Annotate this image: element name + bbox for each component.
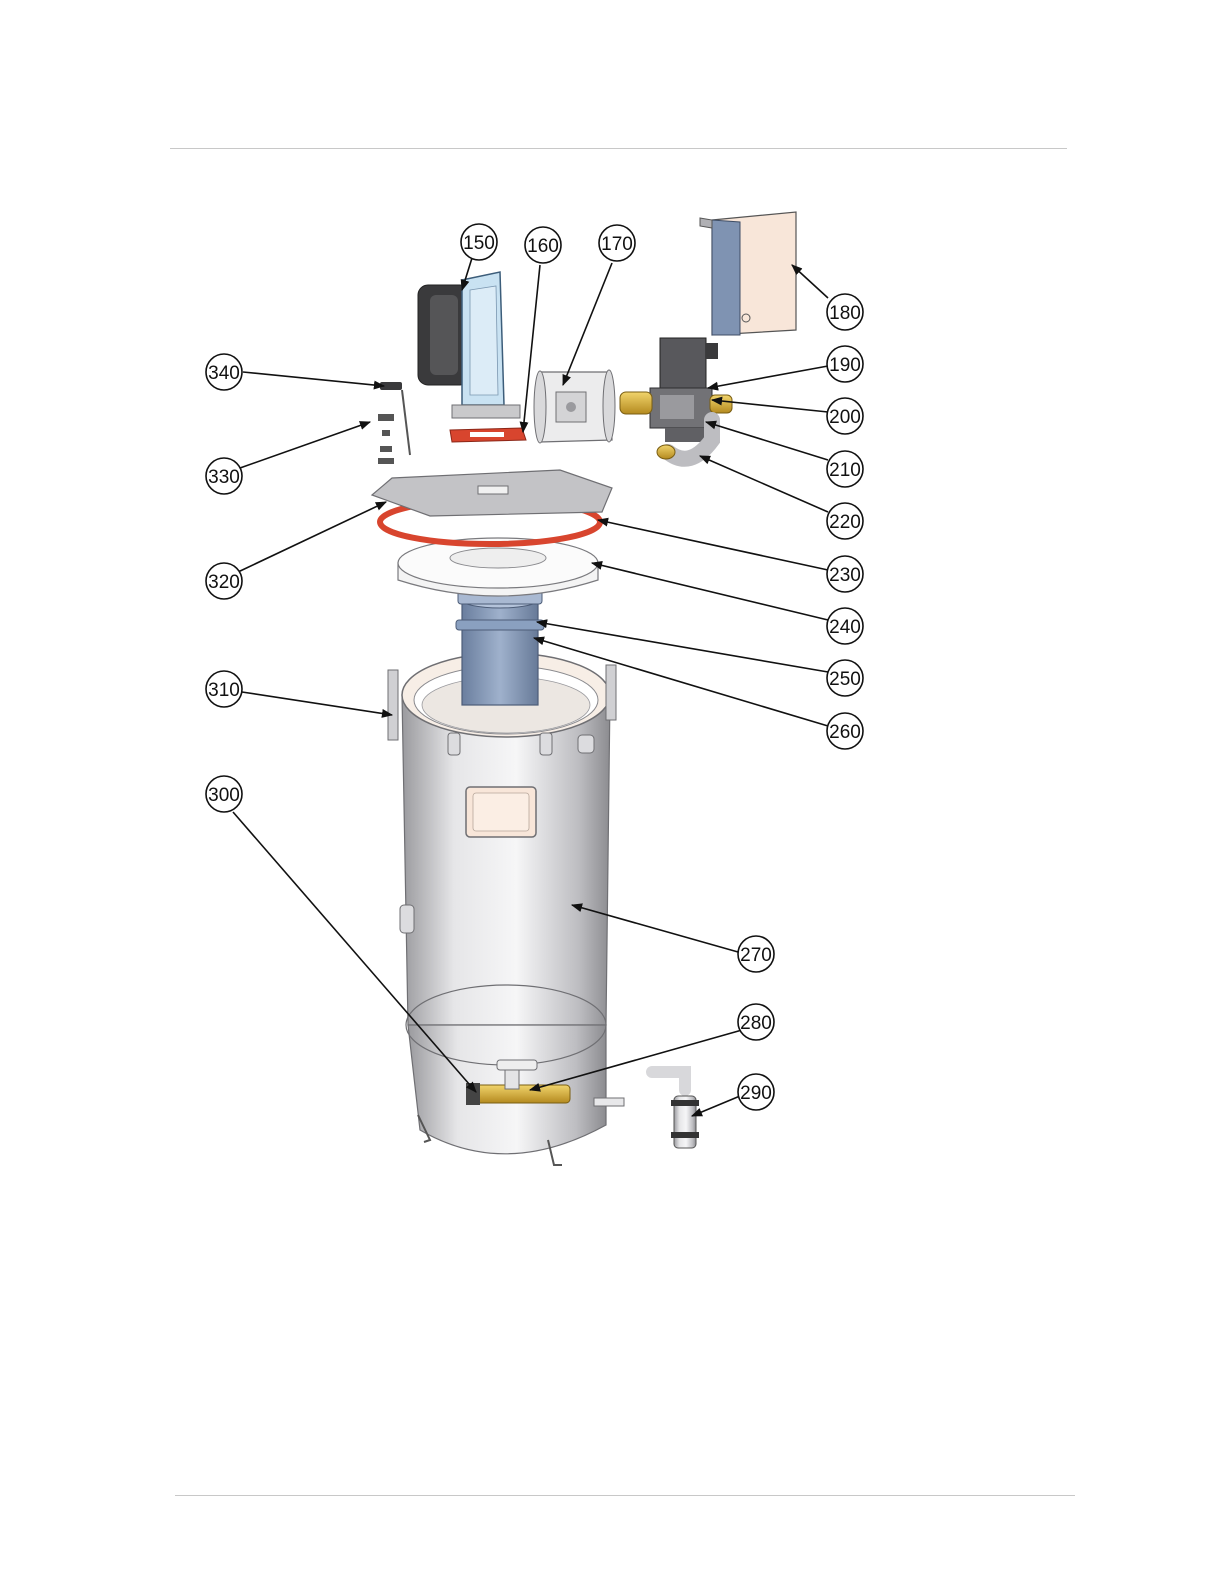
callout-230: 230 (827, 556, 863, 592)
callout-320: 320 (206, 563, 242, 599)
callout-280-label: 280 (740, 1013, 772, 1034)
sensor-hardware (378, 382, 410, 464)
callout-290-label: 290 (740, 1083, 772, 1104)
callout-330-label: 330 (208, 467, 240, 488)
callout-300: 300 (206, 776, 242, 812)
callout-340-label: 340 (208, 363, 240, 384)
callout-160-label: 160 (527, 236, 559, 257)
controller-box (700, 212, 796, 335)
callout-270: 270 (738, 936, 774, 972)
callout-280: 280 (738, 1004, 774, 1040)
callout-160: 160 (525, 227, 561, 263)
callout-250: 250 (827, 660, 863, 696)
callout-340: 340 (206, 354, 242, 390)
callout-250-label: 250 (829, 669, 861, 690)
callout-260-label: 260 (829, 722, 861, 743)
callout-320-label: 320 (208, 572, 240, 593)
callout-260: 260 (827, 713, 863, 749)
callout-210: 210 (827, 451, 863, 487)
callout-150-label: 150 (463, 233, 495, 254)
callout-270-label: 270 (740, 945, 772, 966)
callout-170-label: 170 (601, 234, 633, 255)
callout-180-label: 180 (829, 303, 861, 324)
callout-170: 170 (599, 225, 635, 261)
callout-220: 220 (827, 503, 863, 539)
callout-290: 290 (738, 1074, 774, 1110)
callout-210-label: 210 (829, 460, 861, 481)
condensate-trap (652, 1072, 699, 1148)
callout-200: 200 (827, 398, 863, 434)
callout-220-label: 220 (829, 512, 861, 533)
callout-180: 180 (827, 294, 863, 330)
venturi (534, 370, 615, 443)
callout-150: 150 (461, 224, 497, 260)
callout-310: 310 (206, 671, 242, 707)
callout-240: 240 (827, 608, 863, 644)
callout-310-label: 310 (208, 680, 240, 701)
callout-190: 190 (827, 346, 863, 382)
blower-fan (418, 272, 520, 418)
callout-230-label: 230 (829, 565, 861, 586)
callout-330: 330 (206, 458, 242, 494)
callout-240-label: 240 (829, 617, 861, 638)
callout-300-label: 300 (208, 785, 240, 806)
callout-190-label: 190 (829, 355, 861, 376)
callout-200-label: 200 (829, 407, 861, 428)
burner-tube (456, 590, 544, 705)
